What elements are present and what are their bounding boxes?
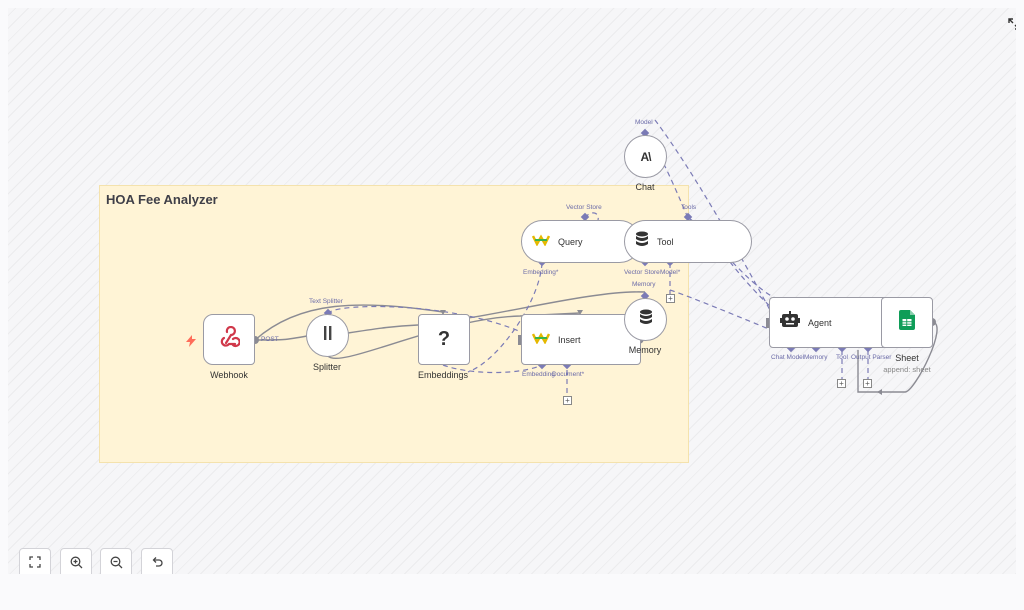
- embeddings-node[interactable]: ?: [418, 314, 470, 365]
- splitter-node[interactable]: [306, 314, 349, 357]
- insert-port-document: Document*: [552, 371, 585, 378]
- embeddings-label: Embeddings: [417, 370, 469, 380]
- google-sheets-icon: [899, 310, 915, 335]
- agent-node[interactable]: Agent: [769, 297, 889, 348]
- wire-splitter-embeddings: [347, 324, 419, 334]
- agent-port-output-parser: Output Parser: [851, 354, 892, 361]
- wire-chat-tool-model: [644, 132, 689, 219]
- zoom-out-icon: [110, 556, 123, 572]
- anthropic-icon: A\: [640, 149, 652, 164]
- wire-query-embedding: [467, 262, 543, 373]
- insert-node[interactable]: Insert: [521, 314, 641, 365]
- chat-port-model: Model: [635, 119, 653, 126]
- zoom-out-button[interactable]: [100, 548, 132, 574]
- query-port-embedding: Embedding*: [523, 269, 559, 276]
- fullscreen-icon[interactable]: [1008, 18, 1016, 33]
- workflow-canvas[interactable]: HOA Fee Analyzer: [8, 8, 1016, 574]
- wire-splitter-insert-doc: [327, 305, 568, 366]
- query-port-vector-store: Vector Store: [566, 204, 602, 211]
- undo-icon: [151, 556, 163, 571]
- sheet-node[interactable]: [881, 297, 933, 348]
- bottom-bar: [0, 574, 1024, 610]
- sticky-note-title: HOA Fee Analyzer: [106, 192, 218, 207]
- query-vector-store-icon: [531, 233, 551, 251]
- wire-embeddings-insert: [442, 364, 543, 374]
- tool-add-model-button[interactable]: +: [666, 294, 675, 303]
- agent-label: Agent: [808, 317, 832, 328]
- fit-view-icon: [29, 556, 41, 571]
- insert-add-document-button[interactable]: +: [563, 396, 572, 405]
- agent-add-tool-button[interactable]: +: [837, 379, 846, 388]
- query-label: Query: [558, 236, 583, 247]
- agent-add-output-parser-button[interactable]: +: [863, 379, 872, 388]
- wire-splitter-insert: [327, 312, 581, 360]
- agent-port-tool: Tool: [836, 354, 848, 361]
- wire-embeddings-memory: [467, 291, 646, 319]
- database-icon: [635, 231, 649, 252]
- chat-label: Chat: [635, 182, 655, 192]
- wire-webhook-embeddings: [254, 304, 444, 341]
- memory-label: Memory: [628, 345, 662, 355]
- text-splitter-icon: [321, 325, 335, 346]
- tool-port-model: Model*: [660, 269, 681, 276]
- wire-sheet-loop: [885, 321, 938, 393]
- wire-agent-parser: [857, 350, 885, 393]
- webhook-port-post: POST: [261, 336, 279, 343]
- tool-label: Tool: [657, 236, 674, 247]
- splitter-port-text-splitter: Text Splitter: [309, 298, 343, 305]
- wire-webhook-splitter: [254, 335, 308, 341]
- robot-icon: [780, 311, 800, 334]
- question-mark-icon: ?: [437, 328, 451, 350]
- memory-node[interactable]: [624, 298, 667, 341]
- zoom-in-icon: [70, 556, 83, 572]
- tool-port-vector-store: Vector Store: [624, 269, 660, 276]
- lightning-icon: [186, 334, 196, 352]
- query-node[interactable]: Query: [521, 220, 641, 263]
- splitter-label: Splitter: [312, 362, 341, 372]
- tool-port-tools: Tools: [681, 204, 697, 211]
- chat-node[interactable]: A\: [624, 135, 667, 178]
- vector-store-icon: [531, 331, 551, 349]
- zoom-in-button[interactable]: [60, 548, 92, 574]
- memory-database-icon: [639, 309, 653, 330]
- undo-button[interactable]: [141, 548, 173, 574]
- webhook-label: Webhook: [210, 370, 248, 380]
- main-connections: [254, 291, 938, 393]
- insert-port-embedding: Embedding: [522, 371, 555, 378]
- tool-node[interactable]: Tool: [624, 220, 752, 263]
- agent-port-memory: Memory: [804, 354, 828, 361]
- sheet-label: Sheet: [895, 353, 919, 363]
- connections-layer: [251, 119, 938, 397]
- webhook-node[interactable]: [203, 314, 255, 365]
- fit-view-button[interactable]: [19, 548, 51, 574]
- insert-label: Insert: [558, 334, 581, 345]
- agent-port-chat-model: Chat Model: [771, 354, 805, 361]
- sheet-subtitle: append: sheet: [883, 365, 931, 374]
- webhook-icon: [218, 325, 241, 353]
- memory-port-memory: Memory: [632, 281, 656, 288]
